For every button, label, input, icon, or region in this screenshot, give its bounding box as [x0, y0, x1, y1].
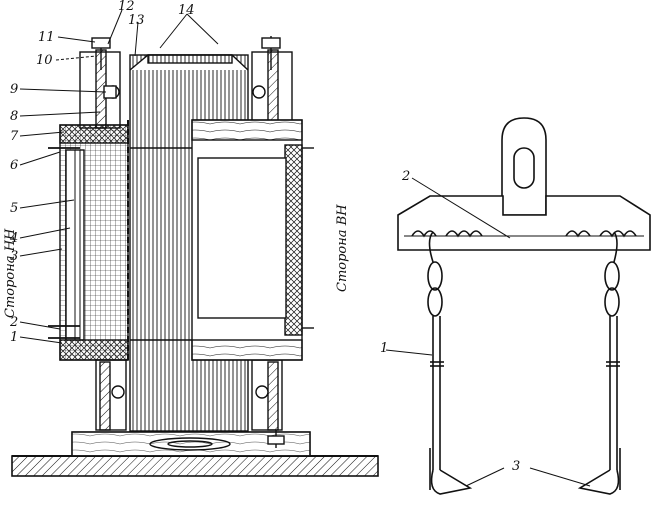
callout-right-2: 2 — [401, 169, 410, 184]
transformer-section-view — [11, 36, 379, 477]
side-label-lv: Сторона НН — [3, 228, 18, 318]
side-label-hv: Сторона ВН — [335, 204, 350, 292]
callout-left-1: 1 — [10, 330, 18, 345]
right-callout-leaders — [385, 177, 591, 487]
callout-left-13: 13 — [128, 13, 145, 28]
callout-left-5: 5 — [10, 201, 18, 216]
callout-left-3: 3 — [10, 249, 18, 264]
callout-left-11: 11 — [38, 30, 55, 45]
left-callout-labels: 1 2 3 4 5 6 7 8 9 10 11 12 13 14 — [9, 0, 195, 345]
callout-left-2: 2 — [9, 315, 18, 330]
callout-left-6: 6 — [10, 158, 18, 173]
callout-left-12: 12 — [118, 0, 135, 14]
callout-left-14: 14 — [178, 3, 195, 18]
callout-left-9: 9 — [10, 82, 18, 97]
callout-left-8: 8 — [10, 109, 18, 124]
foundation — [11, 455, 379, 477]
callout-right-3: 3 — [512, 459, 520, 474]
callout-left-10: 10 — [36, 53, 53, 68]
callout-left-4: 4 — [9, 231, 18, 246]
callout-right-1: 1 — [380, 341, 388, 356]
lv-end-insulation-bottom — [59, 339, 129, 361]
callout-left-7: 7 — [10, 129, 19, 144]
right-callout-labels: 1 2 3 — [380, 169, 520, 474]
left-callout-leaders — [19, 9, 219, 344]
lifting-fixture — [397, 117, 651, 495]
lv-end-insulation-top — [59, 124, 129, 144]
